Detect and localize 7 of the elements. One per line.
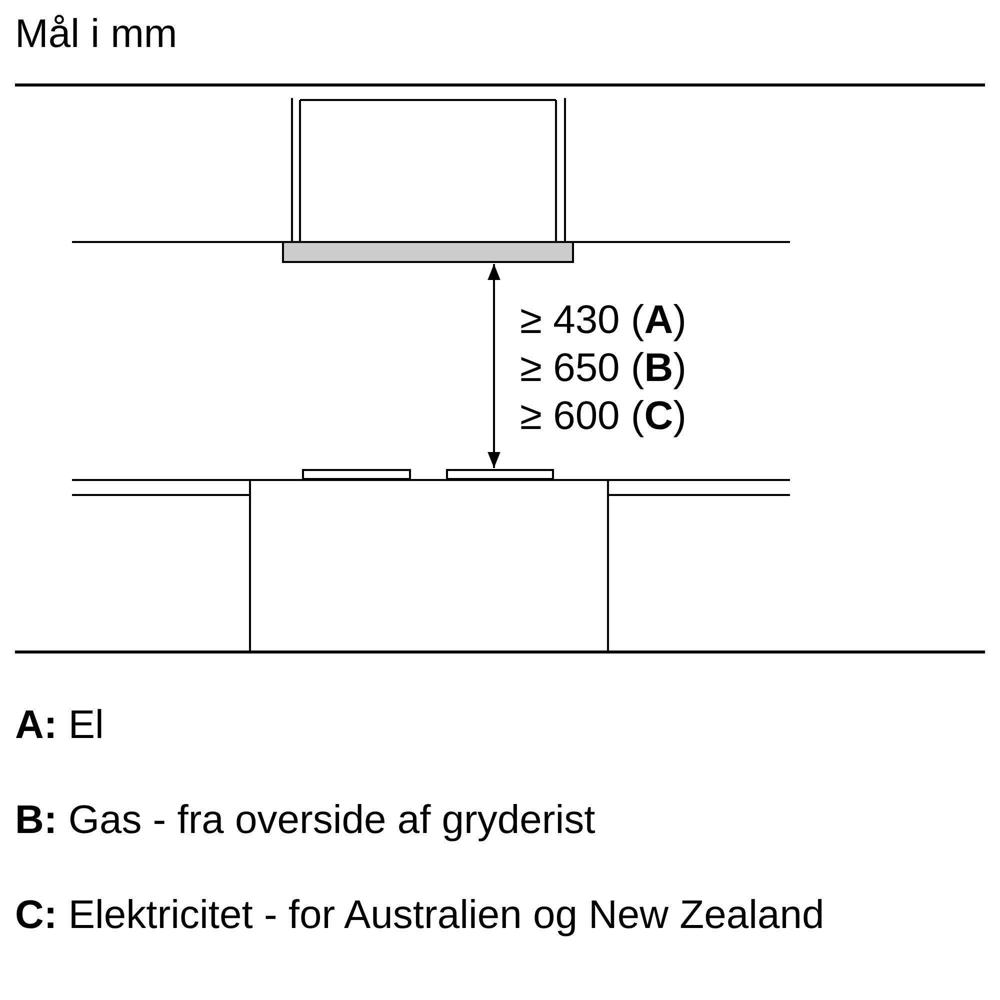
note-text: A: El — [15, 703, 105, 747]
dimension-label: ≥ 430 (A) — [520, 298, 686, 342]
note-text: B: Gas - fra overside af gryderist — [15, 798, 596, 842]
note-text: C: Elektricitet - for Australien og New Zealand — [15, 893, 826, 937]
dimension-label: ≥ 600 (C) — [520, 394, 686, 438]
dimension-label: ≥ 650 (B) — [520, 346, 686, 390]
heading: Mål i mm — [15, 12, 178, 56]
